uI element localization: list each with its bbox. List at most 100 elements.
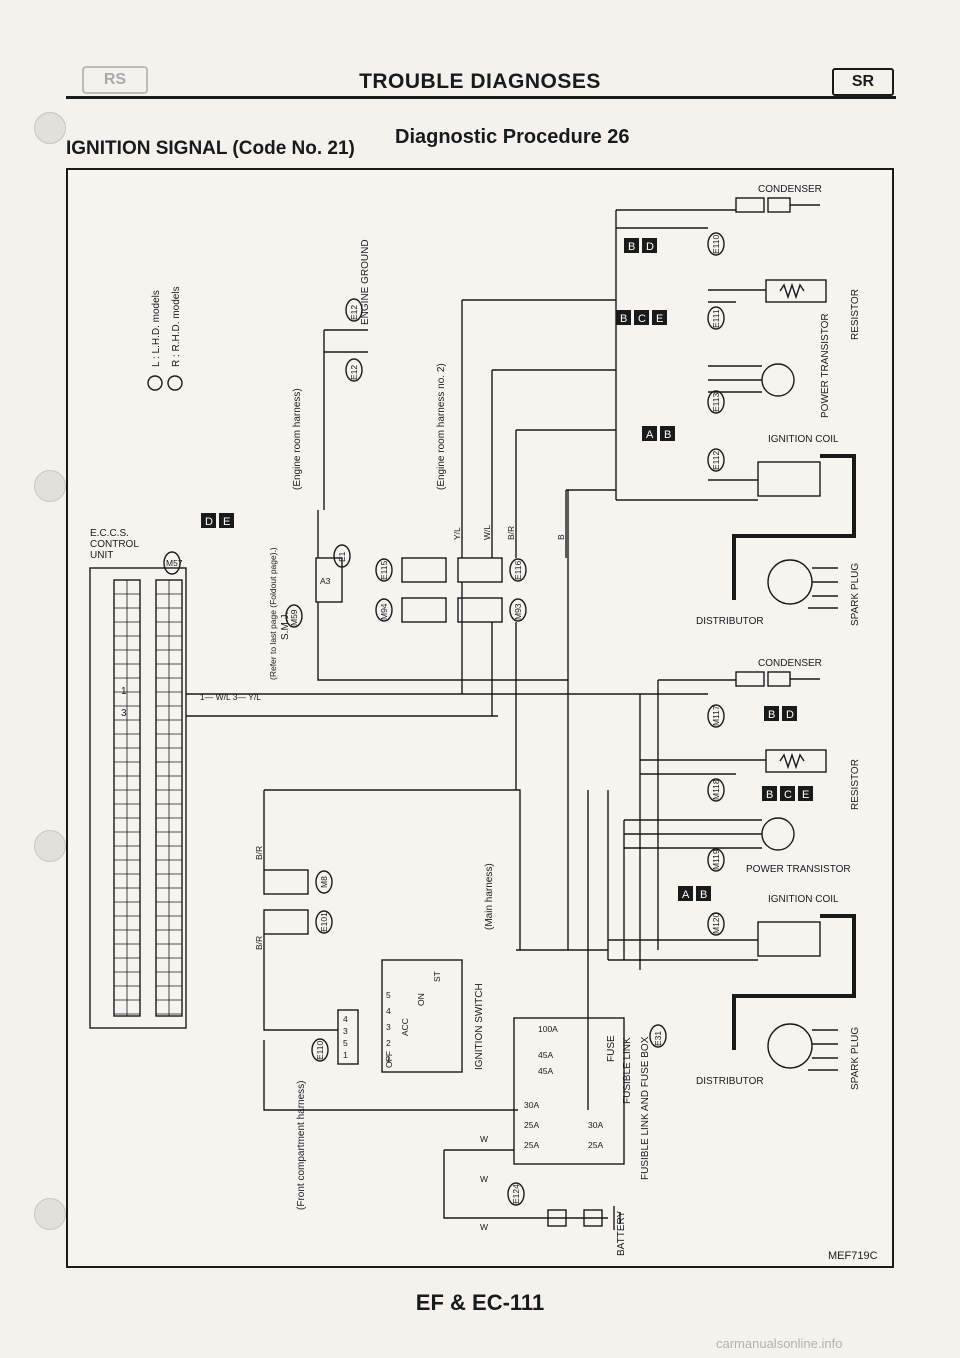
svg-text:ON: ON [416,993,426,1006]
lhd-symbol [147,375,163,391]
conn-e1: E1 [337,551,347,562]
svg-text:ACC: ACC [400,1018,410,1036]
svg-text:B: B [556,534,566,540]
section-badge-right: SR [832,68,894,96]
fusible-link-box: 100A 45A 45A 30A 25A 25A 30A 25A FUSIBLE… [513,1017,667,1180]
harness-smj: S.M.J. [280,612,291,640]
binder-hole [34,830,66,862]
svg-text:3: 3 [343,1026,348,1036]
svg-text:FUSE: FUSE [606,1035,617,1062]
conn-m94: M94 [379,603,389,620]
svg-text:IGNITION SWITCH: IGNITION SWITCH [474,983,485,1070]
svg-text:RESISTOR: RESISTOR [850,289,861,340]
svg-text:E: E [802,789,809,801]
svg-text:BATTERY: BATTERY [616,1210,627,1256]
harness-smj-note: (Refer to last page (Foldout page).) [268,547,278,680]
binder-hole [34,470,66,502]
bottom-ignition-group: CONDENSER M117 B D RESISTOR M118 B C E M… [516,658,861,1090]
svg-text:ST: ST [432,971,442,982]
harness-verticals [461,300,567,558]
svg-text:C: C [638,313,646,325]
conn-e101: E101 [319,912,329,932]
header-rule [66,96,896,99]
svg-text:M119: M119 [711,849,721,870]
svg-text:25A: 25A [588,1140,603,1150]
svg-text:3: 3 [386,1022,391,1032]
svg-text:B: B [700,889,707,901]
svg-text:4: 4 [386,1006,391,1016]
figure-code: MEF719C [828,1250,878,1262]
procedure-title: Diagnostic Procedure 26 [395,126,630,148]
ecu-connector-grid [113,579,183,1017]
svg-text:E31: E31 [653,1031,663,1046]
svg-text:2: 2 [386,1038,391,1048]
main-harness-wire [263,790,294,1031]
svg-text:25A: 25A [524,1140,539,1150]
conn-e115: E115 [379,561,389,580]
harness-engine-room-2: (Engine room harness no. 2) [436,363,447,490]
ecu-label-2: CONTROL [90,539,139,550]
svg-text:B/R: B/R [506,526,516,540]
ecu-power-wire [264,789,521,950]
svg-text:FUSIBLE LINK AND FUSE BOX: FUSIBLE LINK AND FUSE BOX [640,1036,651,1180]
svg-text:DISTRIBUTOR: DISTRIBUTOR [696,1076,764,1087]
ground-label: ENGINE GROUND [360,239,371,325]
wiring-diagram-svg: L : L.H.D. models R : R.H.D. models E.C.… [89,184,861,1256]
section-badge-left: RS [82,66,148,94]
svg-text:30A: 30A [588,1120,603,1130]
svg-text:45A: 45A [538,1066,553,1076]
svg-text:CONDENSER: CONDENSER [758,658,822,669]
svg-text:E: E [656,313,663,325]
top-condenser: CONDENSER [758,184,822,195]
svg-text:POWER TRANSISTOR: POWER TRANSISTOR [820,313,831,418]
svg-text:B/R: B/R [254,846,264,860]
engine-ground: ENGINE GROUND [360,239,371,325]
conn-m59: M59 [289,609,299,626]
svg-text:B: B [620,313,627,325]
svg-text:100A: 100A [538,1024,558,1034]
svg-text:D: D [786,709,794,721]
wire-color-labels: Y/L W/L B/R B B/R B/R W W W [254,525,566,1232]
svg-text:25A: 25A [524,1120,539,1130]
conn-m8: M8 [319,876,329,888]
ecu-label-3: UNIT [90,550,113,561]
ecu-pin-3: 3 [121,708,127,719]
page-header-title: TROUBLE DIAGNOSES [359,70,601,93]
ecu-pin-1: 1 [121,686,127,697]
svg-text:SPARK PLUG: SPARK PLUG [850,1027,861,1090]
ignition-switch: IGNITION SWITCH OFF ACC ON ST 1 2 3 4 5 … [311,959,485,1073]
ground-connector-1: E12 [349,305,359,320]
svg-text:E110: E110 [711,235,721,254]
svg-text:FUSIBLE LINK: FUSIBLE LINK [622,1037,633,1104]
conn-e116: E116 [513,561,523,580]
svg-text:B: B [664,429,671,441]
ecu-connector: M57 [166,558,183,568]
svg-text:D: D [646,241,654,253]
svg-text:E111: E111 [711,309,721,328]
svg-text:C: C [784,789,792,801]
svg-text:W: W [480,1174,488,1184]
conn-m93: M93 [513,603,523,620]
svg-text:W: W [480,1134,488,1144]
binder-hole [34,1198,66,1230]
svg-text:OFF: OFF [384,1051,394,1068]
smj-connector [315,557,343,603]
svg-text:IGNITION COIL: IGNITION COIL [768,894,839,905]
battery: E124 BATTERY [443,1149,627,1256]
svg-text:E: E [223,516,230,528]
svg-text:5: 5 [343,1038,348,1048]
harness-main: (Main harness) [484,863,495,930]
svg-text:IGNITION COIL: IGNITION COIL [768,434,839,445]
svg-text:D: D [205,516,213,528]
svg-text:30A: 30A [524,1100,539,1110]
section-title: IGNITION SIGNAL (Code No. 21) [66,138,355,159]
svg-text:4: 4 [343,1014,348,1024]
conn-block-m8 [263,869,309,895]
svg-text:5: 5 [386,990,391,1000]
ecu-connector-mark [163,551,181,575]
svg-text:E110: E110 [315,1041,325,1060]
legend-lhd: L : L.H.D. models [151,290,162,367]
ecu-grid-lines [114,579,182,1016]
harness-engine-room: (Engine room harness) [292,388,303,490]
rhd-symbol [167,375,183,391]
